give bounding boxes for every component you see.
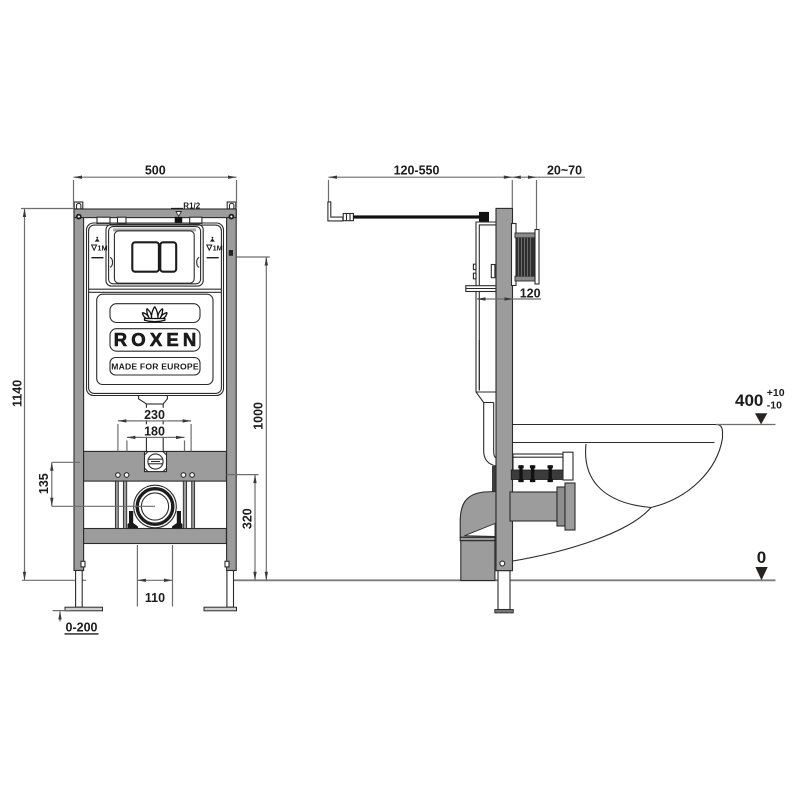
svg-text:MADE FOR EUROPE: MADE FOR EUROPE <box>111 362 199 372</box>
svg-text:230: 230 <box>144 408 165 422</box>
svg-text:120-550: 120-550 <box>394 164 440 178</box>
svg-text:120: 120 <box>520 287 541 301</box>
svg-text:0: 0 <box>757 548 766 567</box>
svg-text:500: 500 <box>145 164 166 178</box>
svg-text:180: 180 <box>144 424 165 438</box>
svg-text:135: 135 <box>37 473 51 494</box>
svg-text:1000: 1000 <box>252 402 266 430</box>
svg-text:110: 110 <box>145 591 165 605</box>
svg-text:1140: 1140 <box>11 380 25 407</box>
svg-text:0-200: 0-200 <box>66 621 98 635</box>
svg-text:320: 320 <box>240 508 254 529</box>
svg-text:1M: 1M <box>213 244 223 253</box>
svg-text:400: 400 <box>735 391 763 410</box>
svg-text:ROXEN: ROXEN <box>114 329 201 350</box>
svg-text:+10: +10 <box>767 387 785 399</box>
svg-text:20~70: 20~70 <box>547 164 582 178</box>
svg-text:-10: -10 <box>767 400 782 412</box>
svg-text:1M: 1M <box>97 244 107 253</box>
svg-text:R1/2: R1/2 <box>183 202 200 211</box>
